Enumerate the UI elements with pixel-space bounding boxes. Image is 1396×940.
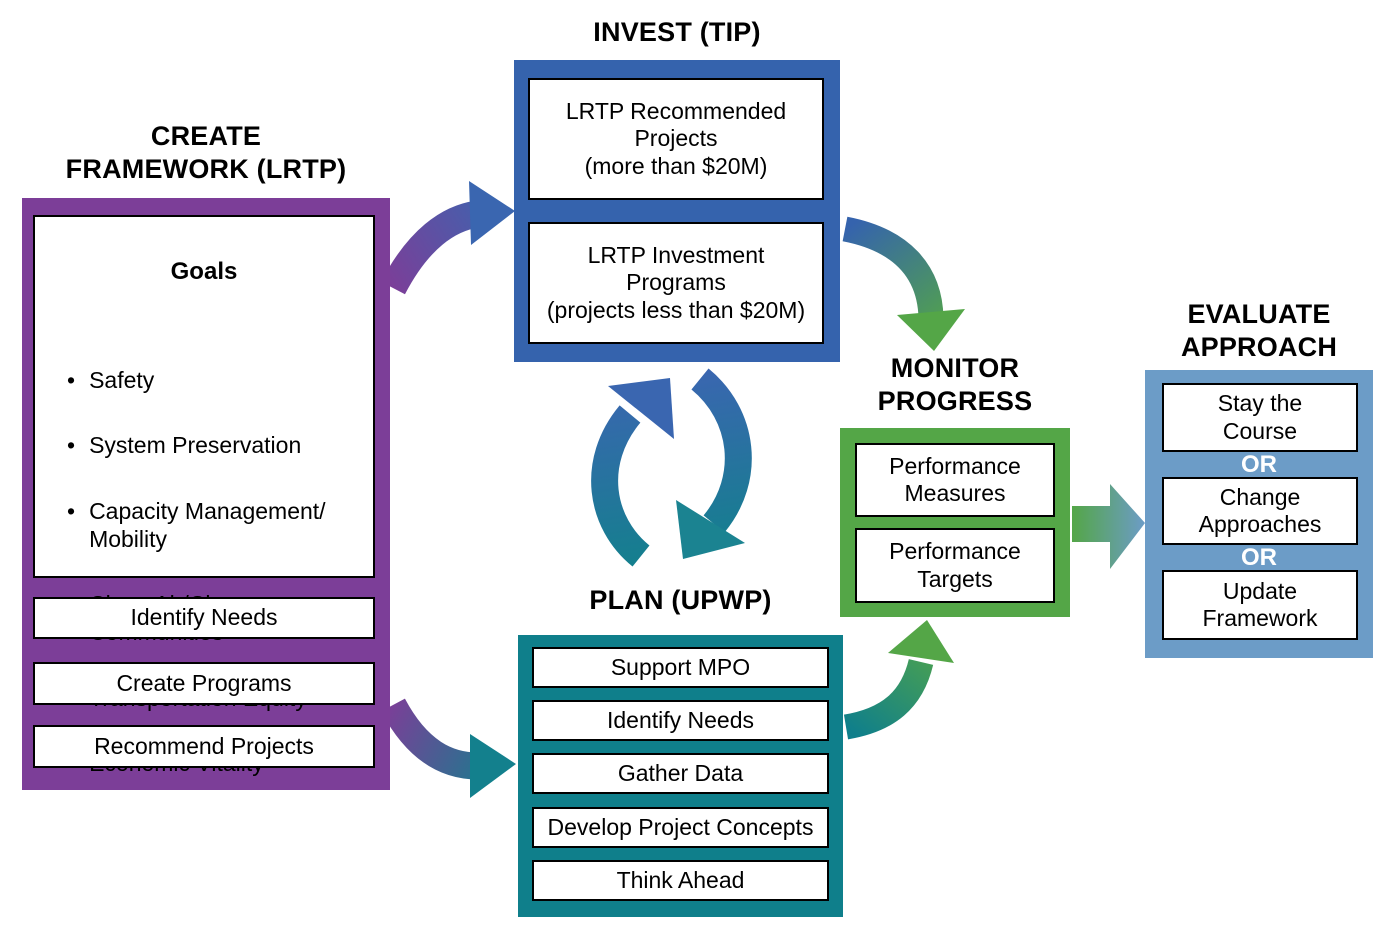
plan-item-develop-project-concepts: Develop Project Concepts bbox=[532, 807, 829, 848]
plan-box: Support MPO Identify Needs Gather Data D… bbox=[518, 635, 843, 917]
plan-item-identify-needs: Identify Needs bbox=[532, 700, 829, 741]
or-separator: OR bbox=[1241, 544, 1277, 571]
invest-item-investment-programs: LRTP Investment Programs (projects less … bbox=[528, 222, 824, 344]
monitor-progress-box: Performance Measures Performance Targets bbox=[840, 428, 1070, 617]
plan-item-support-mpo: Support MPO bbox=[532, 647, 829, 688]
invest-box: LRTP Recommended Projects (more than $20… bbox=[514, 60, 840, 362]
create-framework-box: Goals • Safety • System Preservation • C… bbox=[22, 198, 390, 790]
evaluate-option-change-approaches: Change Approaches bbox=[1162, 477, 1358, 545]
cycle-arrow-plan-to-invest bbox=[591, 378, 674, 567]
goals-box: Goals • Safety • System Preservation • C… bbox=[33, 215, 375, 776]
goal-label: Safety bbox=[89, 366, 155, 393]
bullet-icon: • bbox=[67, 498, 76, 525]
create-framework-title: CREATE FRAMEWORK (LRTP) bbox=[65, 121, 347, 184]
step-recommend-projects: Recommend Projects bbox=[33, 725, 375, 768]
goals-heading: Goals bbox=[170, 258, 238, 286]
invest-item-recommended-projects: LRTP Recommended Projects (more than $20… bbox=[528, 78, 824, 200]
arrow-create-to-invest bbox=[381, 181, 515, 295]
evaluate-option-stay-the-course: Stay the Course bbox=[1162, 383, 1358, 452]
plan-title: PLAN (UPWP) bbox=[589, 585, 772, 615]
bullet-icon: • bbox=[67, 432, 76, 459]
invest-title: INVEST (TIP) bbox=[593, 17, 761, 47]
bullet-icon: • bbox=[67, 366, 76, 393]
monitor-item-performance-targets: Performance Targets bbox=[855, 528, 1055, 603]
goal-label: System Preservation bbox=[89, 432, 302, 459]
evaluate-option-update-framework: Update Framework bbox=[1162, 570, 1358, 640]
arrow-create-to-plan bbox=[381, 698, 516, 798]
arrow-invest-to-monitor bbox=[842, 216, 965, 351]
step-create-programs: Create Programs bbox=[33, 662, 375, 705]
goal-item: • System Preservation bbox=[67, 432, 363, 460]
goal-item: • Capacity Management/ Mobility bbox=[67, 498, 363, 553]
evaluate-approach-title: EVALUATE APPROACH bbox=[1180, 299, 1338, 362]
arrow-monitor-to-evaluate bbox=[1072, 484, 1145, 569]
or-separator: OR bbox=[1241, 451, 1277, 478]
plan-item-gather-data: Gather Data bbox=[532, 753, 829, 794]
evaluate-approach-box: Stay the Course OR Change Approaches OR … bbox=[1145, 370, 1373, 658]
cycle-arrow-invest-to-plan bbox=[676, 368, 752, 559]
step-identify-needs: Identify Needs bbox=[33, 597, 375, 639]
monitor-item-performance-measures: Performance Measures bbox=[855, 443, 1055, 517]
monitor-progress-title: MONITOR PROGRESS bbox=[877, 353, 1033, 416]
goal-item: • Safety bbox=[67, 367, 363, 395]
arrow-plan-to-monitor bbox=[843, 620, 954, 740]
plan-item-think-ahead: Think Ahead bbox=[532, 860, 829, 901]
goal-label: Capacity Management/ Mobility bbox=[89, 498, 326, 552]
